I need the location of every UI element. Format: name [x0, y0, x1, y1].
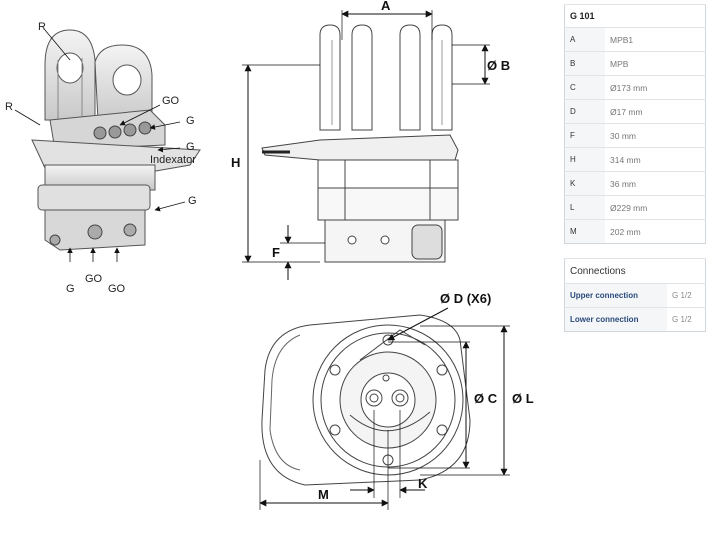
label-go-bottom-1: GO — [85, 273, 103, 285]
label-r-side: R — [5, 101, 13, 113]
dimension-h-label: H — [231, 155, 240, 170]
connections-table-title: Connections — [564, 258, 706, 284]
spec-value: Ø173 mm — [605, 75, 706, 100]
label-g-bottom: G — [188, 195, 197, 207]
label-g-right: G — [186, 115, 195, 127]
label-g-base: G — [66, 283, 75, 295]
technical-drawing: Indexator R R GO G G G G GO GO — [5, 0, 534, 510]
label-go-top: GO — [162, 95, 180, 107]
brand-text: Indexator — [150, 154, 196, 166]
spec-key: M — [564, 219, 605, 244]
connections-table-header: Connections — [564, 258, 706, 284]
spec-table-title: G 101 — [564, 4, 706, 28]
top-view — [259, 307, 510, 510]
spec-value: 36 mm — [605, 171, 706, 196]
label-g-side: G — [186, 141, 195, 153]
dimension-a-label: A — [381, 0, 391, 13]
connection-value: G 1/2 — [667, 307, 706, 332]
spec-value: MPB1 — [605, 27, 706, 52]
spec-key: K — [564, 171, 605, 196]
spec-value: 314 mm — [605, 147, 706, 172]
dimension-d-label: Ø D (X6) — [440, 291, 491, 306]
label-go-bottom-2: GO — [108, 283, 126, 295]
spec-value: Ø229 mm — [605, 195, 706, 220]
connection-key: Upper connection — [564, 283, 667, 308]
label-r-top: R — [38, 21, 46, 33]
dimension-k-label: K — [418, 476, 428, 491]
spec-value: MPB — [605, 51, 706, 76]
connection-value: G 1/2 — [667, 283, 706, 308]
spec-value: Ø17 mm — [605, 99, 706, 124]
dimension-b-label: Ø B — [487, 58, 510, 73]
spec-key: L — [564, 195, 605, 220]
spec-key: D — [564, 99, 605, 124]
isometric-view: Indexator R R GO G G G G GO GO — [5, 21, 201, 295]
spec-key: A — [564, 27, 605, 52]
dimension-l-label: Ø L — [512, 391, 534, 406]
dimension-m-label: M — [318, 487, 329, 502]
dimension-c-label: Ø C — [474, 391, 498, 406]
side-view — [242, 10, 490, 280]
spec-key: C — [564, 75, 605, 100]
spec-table-header: G 101 — [564, 4, 706, 28]
spec-key: B — [564, 51, 605, 76]
spec-key: F — [564, 123, 605, 148]
dimension-f-label: F — [272, 245, 280, 260]
spec-key: H — [564, 147, 605, 172]
connection-key: Lower connection — [564, 307, 667, 332]
spec-value: 30 mm — [605, 123, 706, 148]
spec-value: 202 mm — [605, 219, 706, 244]
